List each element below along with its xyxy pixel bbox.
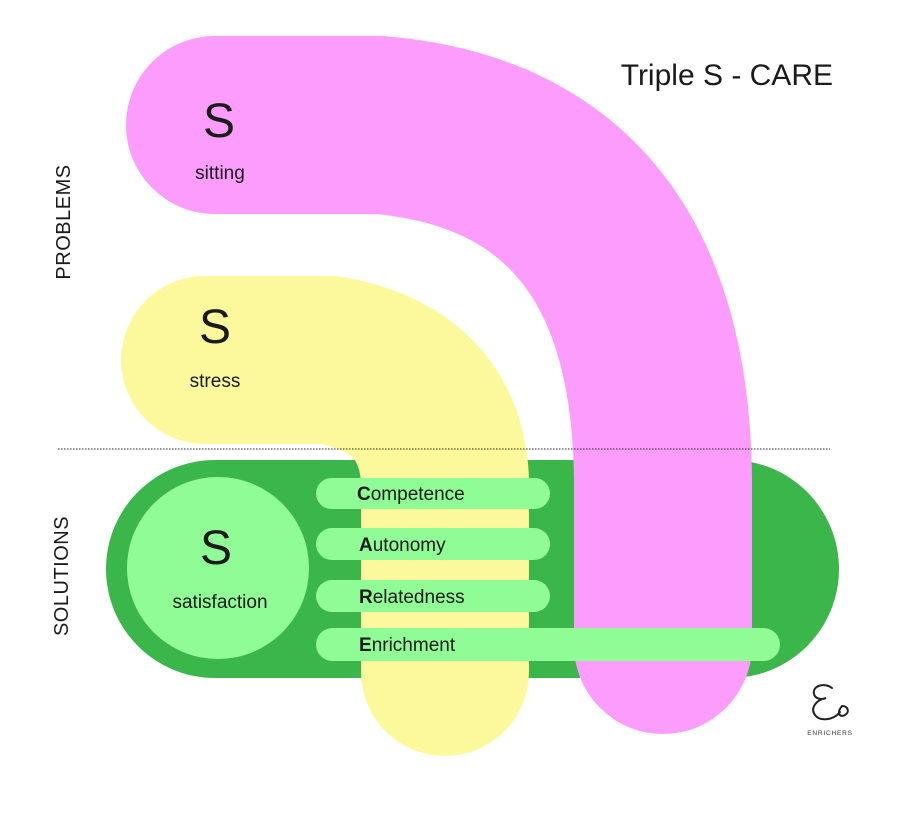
care-bar-relatedness bbox=[316, 580, 550, 612]
stress-word: stress bbox=[190, 371, 241, 392]
problems-label: PROBLEMS bbox=[53, 164, 75, 279]
sitting-letter: S bbox=[203, 95, 235, 148]
care-label-relatedness: Relatedness bbox=[359, 587, 465, 608]
care-initial-e: E bbox=[359, 635, 372, 656]
satisfaction-word: satisfaction bbox=[172, 592, 267, 613]
sitting-word: sitting bbox=[195, 163, 245, 184]
enrichers-logo-mark bbox=[812, 684, 849, 721]
care-label-competence: Competence bbox=[357, 484, 465, 505]
satisfaction-circle bbox=[127, 477, 309, 659]
diagram-title: Triple S - CARE bbox=[621, 59, 833, 92]
care-rest-enrichment: nrichment bbox=[372, 635, 456, 656]
satisfaction-letter: S bbox=[200, 522, 232, 575]
care-label-enrichment: Enrichment bbox=[359, 635, 456, 656]
care-bar-competence bbox=[316, 478, 550, 509]
care-label-autonomy: Autonomy bbox=[359, 535, 446, 556]
care-rest-relatedness: elatedness bbox=[373, 587, 465, 608]
solutions-label: SOLUTIONS bbox=[51, 516, 73, 636]
care-initial-a: A bbox=[359, 535, 373, 556]
care-rest-autonomy: utonomy bbox=[373, 535, 446, 556]
enrichers-logo: ENRICHERS bbox=[807, 684, 852, 737]
stress-letter: S bbox=[199, 301, 231, 354]
care-bar-autonomy bbox=[316, 528, 550, 560]
care-rest-competence: ompetence bbox=[371, 484, 465, 505]
sitting-arc bbox=[126, 36, 752, 734]
care-initial-r: R bbox=[359, 587, 373, 608]
care-bar-enrichment bbox=[316, 628, 780, 661]
stress-arc bbox=[121, 276, 529, 756]
enrichers-logo-text: ENRICHERS bbox=[807, 730, 852, 737]
care-initial-c: C bbox=[357, 484, 371, 505]
